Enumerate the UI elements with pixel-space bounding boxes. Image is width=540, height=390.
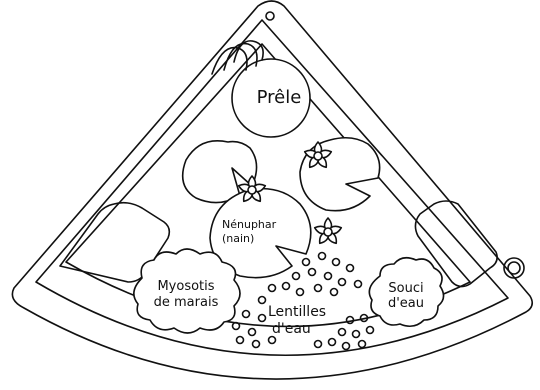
duckweed-dot: [345, 263, 355, 273]
right-shelf: [414, 200, 498, 288]
lily-flower: [303, 141, 333, 169]
duckweed-dot: [337, 277, 347, 287]
horsetail-pot: [231, 58, 311, 138]
duckweed-dot: [313, 283, 323, 293]
lily-flower: [237, 175, 267, 203]
duckweed-dot: [235, 335, 245, 345]
container: [11, 0, 534, 380]
duckweed-dot: [329, 287, 339, 297]
nenuphar-label-line2: (nain): [222, 232, 254, 245]
lily-pad-right: [299, 136, 381, 212]
duckweed-dot: [357, 339, 367, 349]
souci-label-line2: d'eau: [388, 296, 424, 311]
lily-flowers: [237, 141, 343, 245]
duckweed-dot: [345, 315, 355, 325]
container-outer-edge: [11, 0, 534, 380]
duckweed-dot: [281, 281, 291, 291]
souci-label-line1: Souci: [388, 281, 423, 296]
lily-pad-left: [181, 140, 258, 204]
myosotis-label-line2: de marais: [154, 295, 219, 310]
lily-pad-center: [209, 187, 312, 279]
duckweed-dot: [359, 313, 369, 323]
duckweed-dot: [241, 309, 251, 319]
duckweed-dot: [313, 339, 323, 349]
duckweed-dot: [327, 337, 337, 347]
duckweed-dot: [307, 267, 317, 277]
lentilles-label-line2: d'eau: [272, 321, 311, 337]
duckweed-dot: [341, 341, 351, 351]
duckweed-dot: [231, 321, 241, 331]
myosotis-outline: [133, 248, 241, 334]
duckweed-dot: [295, 287, 305, 297]
duckweed-dot: [337, 327, 347, 337]
duckweed-dot: [301, 257, 311, 267]
duckweed-dot: [351, 329, 361, 339]
nenuphar-label-line1: Nénuphar: [222, 218, 277, 231]
container-rim-inner: [35, 19, 509, 357]
duckweed-dot: [251, 339, 261, 349]
duckweed-dot: [291, 271, 301, 281]
lily-flower: [313, 217, 343, 245]
duckweed: Lentilles d'eau: [231, 251, 375, 351]
souci-plant: Souci d'eau: [368, 256, 445, 328]
horsetail-stems: [211, 40, 264, 75]
souci-outline: [368, 256, 445, 328]
duckweed-dot: [353, 279, 363, 289]
duckweed-dot: [317, 251, 327, 261]
horsetail-plant: Prêle: [211, 40, 311, 138]
duckweed-dot: [247, 327, 257, 337]
prele-label: Prêle: [257, 87, 302, 108]
myosotis-label-line1: Myosotis: [157, 279, 214, 294]
duckweed-dot: [331, 257, 341, 267]
duckweed-dot: [267, 283, 277, 293]
duckweed-dot: [267, 335, 277, 345]
container-corner-hole: [265, 11, 275, 21]
lentilles-label-line1: Lentilles: [268, 304, 326, 320]
overflow-outlet-inner: [507, 261, 521, 275]
container-basin-outline: [65, 43, 471, 328]
myosotis-plant: Myosotis de marais: [133, 248, 241, 334]
duckweed-dot: [323, 271, 333, 281]
overflow-outlet: [503, 257, 525, 279]
duckweed-dot: [257, 295, 267, 305]
duckweed-dot: [365, 325, 375, 335]
duckweed-dot: [257, 313, 267, 323]
lily-pads: Nénuphar (nain): [181, 136, 381, 279]
